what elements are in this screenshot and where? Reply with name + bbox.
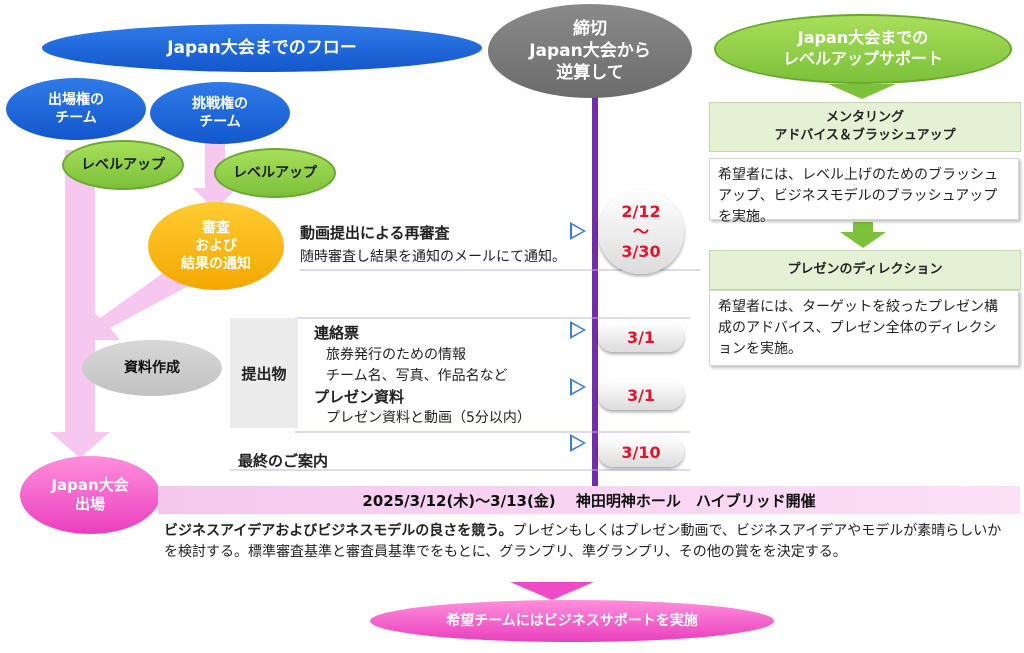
event-banner-text: 2025/3/12(木)～3/13(金) 神田明神ホール ハイブリッド開催 [362, 491, 816, 510]
rereview-desc: 随時審査し結果を通知のメールにて通知。 [300, 249, 566, 265]
rereview-date: 2/12 ～ 3/30 [598, 190, 684, 274]
review-line1: 審査 [202, 219, 230, 236]
japan-entry-oval: Japan大会 出場 [20, 456, 160, 534]
presentation-title: プレゼン資料 [314, 388, 405, 406]
deadline-line3: 逆算して [556, 63, 624, 84]
materials-label: 資料作成 [124, 359, 180, 376]
support-oval: Japan大会までの レベルアップサポート [714, 14, 1012, 84]
qualified-line1: 出場権の [48, 91, 104, 108]
event-banner: 2025/3/12(木)～3/13(金) 神田明神ホール ハイブリッド開催 [158, 486, 1020, 514]
support-line2: レベルアップサポート [782, 49, 943, 68]
direction-title: プレゼンのディレクション [787, 262, 943, 278]
review-line2: および [195, 237, 237, 254]
mentoring-title-2: アドバイス＆ブラッシュアップ [774, 128, 956, 143]
rereview-start: 2/12 [621, 202, 661, 221]
play-triangle-icon [570, 378, 586, 396]
direction-body: 希望者には、ターゲットを絞ったプレゼン構成のアドバイス、プレゼン全体のディレクシ… [709, 290, 1019, 366]
business-support-label: 希望チームにはビジネスサポートを実施 [446, 612, 698, 629]
challenger-team-oval: 挑戦権の チーム [150, 82, 290, 144]
level-up-label-1: レベルアップ [81, 156, 165, 173]
challenger-line2: チーム [199, 114, 241, 130]
mentoring-title-1: メンタリング [825, 110, 904, 126]
event-desc-bold: ビジネスアイデアおよびビジネスモデルの良さを競う。 [164, 523, 513, 539]
submission-label: 提出物 [241, 364, 287, 383]
mentoring-header: メンタリング アドバイス＆ブラッシュアップ [709, 102, 1021, 152]
level-up-badge-2: レベルアップ [214, 148, 336, 198]
direction-header: プレゼンのディレクション [709, 250, 1021, 290]
event-description: ビジネスアイデアおよびビジネスモデルの良さを競う。プレゼンもしくはプレゼン動画で… [164, 521, 1014, 563]
materials-oval: 資料作成 [82, 340, 222, 396]
presentation-date: 3/1 [598, 380, 684, 410]
review-line3: 結果の通知 [181, 256, 251, 273]
contact-item-1: 旅券発行のための情報 [326, 347, 466, 363]
review-oval: 審査 および 結果の通知 [148, 202, 284, 290]
mentoring-body: 希望者には、レベル上げのためのブラッシュアップ、ビジネスモデルのブラッシュアップ… [709, 158, 1019, 225]
play-triangle-icon [570, 321, 586, 339]
submission-label-box: 提出物 [230, 318, 298, 428]
contact-date-label: 3/1 [626, 327, 656, 347]
event-desc-rest: プレゼンもしくはプレゼン動画で、ビジネスアイデアやモデルが素晴らしいかを検討する… [164, 523, 1002, 560]
japan-line1: Japan大会 [51, 475, 129, 494]
contact-item-2: チーム名、写真、作品名など [326, 368, 508, 384]
level-up-badge-1: レベルアップ [62, 140, 184, 190]
presentation-item-1: プレゼン資料と動画（5分以内） [326, 410, 531, 426]
deadline-line2: Japan大会から [529, 40, 651, 61]
play-triangle-icon [570, 434, 586, 452]
level-up-label-2: レベルアップ [233, 164, 317, 181]
qualified-team-oval: 出場権の チーム [6, 78, 146, 140]
final-guide: 最終のご案内 [238, 452, 329, 470]
challenger-line1: 挑戦権の [192, 95, 248, 112]
play-triangle-icon [570, 222, 586, 240]
rereview-title: 動画提出による再審査 [300, 224, 450, 242]
presentation-date-label: 3/1 [626, 385, 656, 405]
rereview-tilde: ～ [632, 222, 649, 241]
flow-title: Japan大会までのフロー [167, 37, 357, 58]
flow-title-oval: Japan大会までのフロー [42, 24, 482, 72]
final-date: 3/10 [598, 437, 684, 467]
rereview-end: 3/30 [621, 242, 661, 261]
final-date-label: 3/10 [621, 442, 661, 462]
business-support-oval: 希望チームにはビジネスサポートを実施 [370, 600, 774, 642]
contact-title: 連絡票 [314, 324, 360, 342]
contact-date: 3/1 [598, 322, 684, 352]
deadline-oval: 締切 Japan大会から 逆算して [488, 4, 692, 98]
japan-line2: 出場 [74, 495, 105, 513]
qualified-line2: チーム [55, 110, 97, 126]
support-line1: Japan大会までの [797, 28, 929, 48]
deadline-line1: 締切 [572, 18, 607, 39]
